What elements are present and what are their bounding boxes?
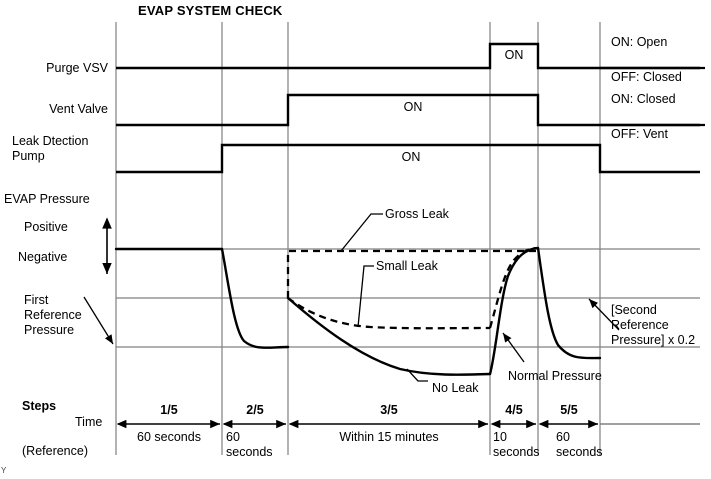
legend-second-reference-pressure: [Second Reference Pressure] x 0.2 (611, 303, 696, 347)
footer-time-label: Time (75, 415, 103, 429)
footer-steps-label: Steps (22, 399, 57, 413)
row-label-negative: Negative (18, 250, 68, 264)
on-label-purge-vsv: ON (504, 48, 524, 62)
small-leak-pressure-curve (287, 246, 539, 330)
step-gridlines (115, 22, 601, 455)
row-label-leak-detection-pump: Leak Dtection Pump (12, 134, 89, 163)
curve-label-small-leak: Small Leak (376, 259, 438, 273)
gross-leak-leader (340, 213, 383, 252)
small-leak-leader (357, 265, 374, 328)
row-label-purge-vsv: Purge VSV (46, 61, 108, 75)
step-number-1: 1/5 (160, 403, 178, 417)
no-leak-leader (406, 368, 428, 382)
purge-vsv-waveform (116, 42, 700, 70)
step-duration-5: 60 seconds (556, 430, 603, 459)
no-leak-pressure-curve (114, 246, 602, 376)
legend-rules (600, 66, 705, 127)
step-duration-2: 60 seconds (226, 430, 273, 459)
normal-pressure-leader (502, 332, 525, 363)
curve-label-no-leak: No Leak (432, 381, 479, 395)
legend-purge-off: OFF: Closed (611, 70, 682, 84)
callout-leaders (83, 213, 620, 382)
curve-label-gross-leak: Gross Leak (385, 207, 449, 221)
legend-vent-off: OFF: Vent (611, 127, 668, 141)
row-label-positive: Positive (24, 220, 68, 234)
step-duration-1: 60 seconds (137, 430, 201, 444)
row-label-first-reference-pressure: First Reference Pressure (24, 293, 82, 337)
page-title: EVAP SYSTEM CHECK (138, 3, 283, 18)
first-reference-pressure-leader (83, 296, 114, 345)
step-number-4: 4/5 (505, 403, 523, 417)
vent-valve-waveform (116, 93, 700, 127)
second-reference-pressure-leader (588, 298, 620, 331)
curve-label-normal-pressure: Normal Pressure (508, 369, 602, 383)
on-label-vent-valve: ON (403, 100, 423, 114)
leak-detection-pump-waveform (116, 143, 700, 174)
step-duration-4: 10 seconds (493, 430, 540, 459)
step-number-5: 5/5 (560, 403, 578, 417)
step-number-2: 2/5 (246, 403, 264, 417)
gross-leak-pressure-curve (286, 249, 538, 298)
step-number-3: 3/5 (380, 403, 398, 417)
footer-corner-mark: Y (1, 466, 7, 475)
row-label-vent-valve: Vent Valve (49, 102, 108, 116)
row-label-evap-pressure: EVAP Pressure (4, 192, 90, 206)
legend-vent-on: ON: Closed (611, 92, 676, 106)
footer-reference-label: (Reference) (22, 444, 88, 458)
step-duration-3: Within 15 minutes (339, 430, 439, 444)
on-label-leak-detection-pump: ON (401, 150, 421, 164)
legend-purge-on: ON: Open (611, 35, 668, 49)
